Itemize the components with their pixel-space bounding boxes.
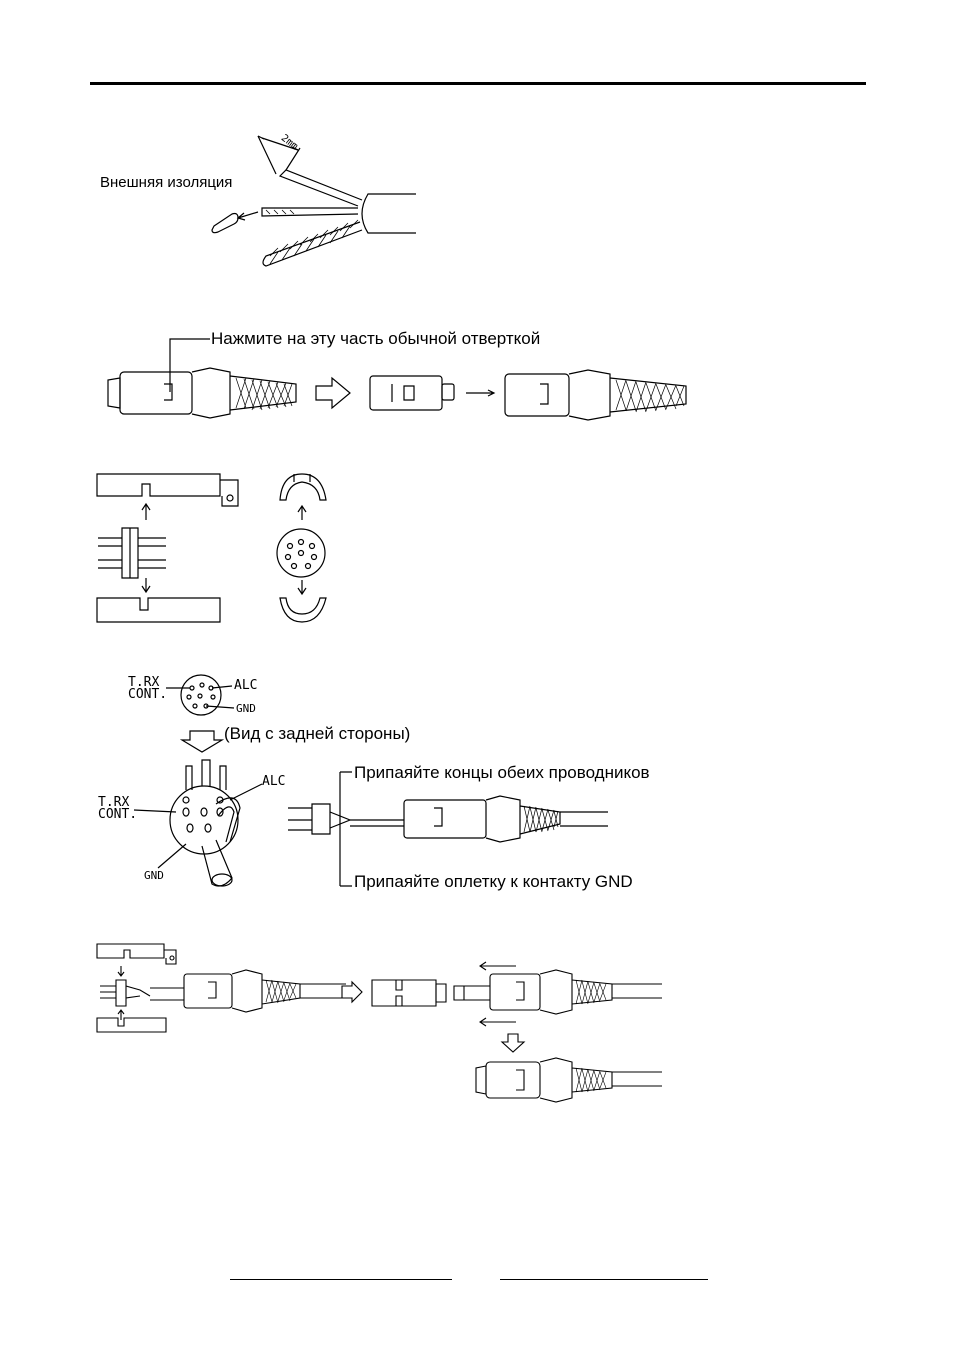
footer-rule-left <box>230 1279 452 1280</box>
hollow-arrow-down <box>502 1034 524 1052</box>
figure-reassembly <box>0 0 954 1110</box>
hollow-arrow-right <box>342 982 362 1002</box>
footer-rule-right <box>500 1279 708 1280</box>
